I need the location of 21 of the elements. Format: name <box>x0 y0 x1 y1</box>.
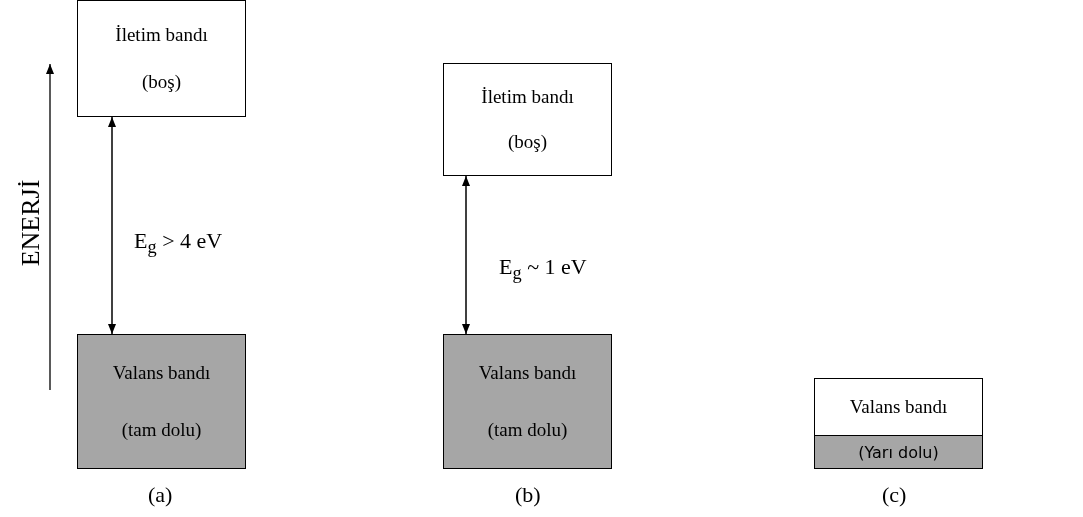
panel-label: (b) <box>515 482 541 508</box>
band-box <box>443 334 612 469</box>
panel-label: (c) <box>882 482 907 508</box>
band-label: Valans bandı <box>112 362 211 385</box>
double-arrow <box>108 116 116 335</box>
axis-label: ENERJİ <box>16 179 47 267</box>
band-label: (tam dolu) <box>487 418 568 441</box>
band-box <box>77 334 246 469</box>
band-label: (tam dolu) <box>121 418 202 441</box>
band-label: İletim bandı <box>481 85 574 108</box>
band-label: Valans bandı <box>849 396 948 419</box>
band-box <box>77 0 246 117</box>
double-arrow <box>462 175 470 335</box>
band-box <box>814 378 983 469</box>
band-label: İletim bandı <box>115 23 208 46</box>
band-label: (boş) <box>507 131 548 154</box>
band-label: Valans bandı <box>478 362 577 385</box>
band-box <box>443 63 612 176</box>
band-label: (boş) <box>141 71 182 94</box>
panel-label: (a) <box>148 482 173 508</box>
band-label: (Yarı dolu) <box>858 442 939 462</box>
